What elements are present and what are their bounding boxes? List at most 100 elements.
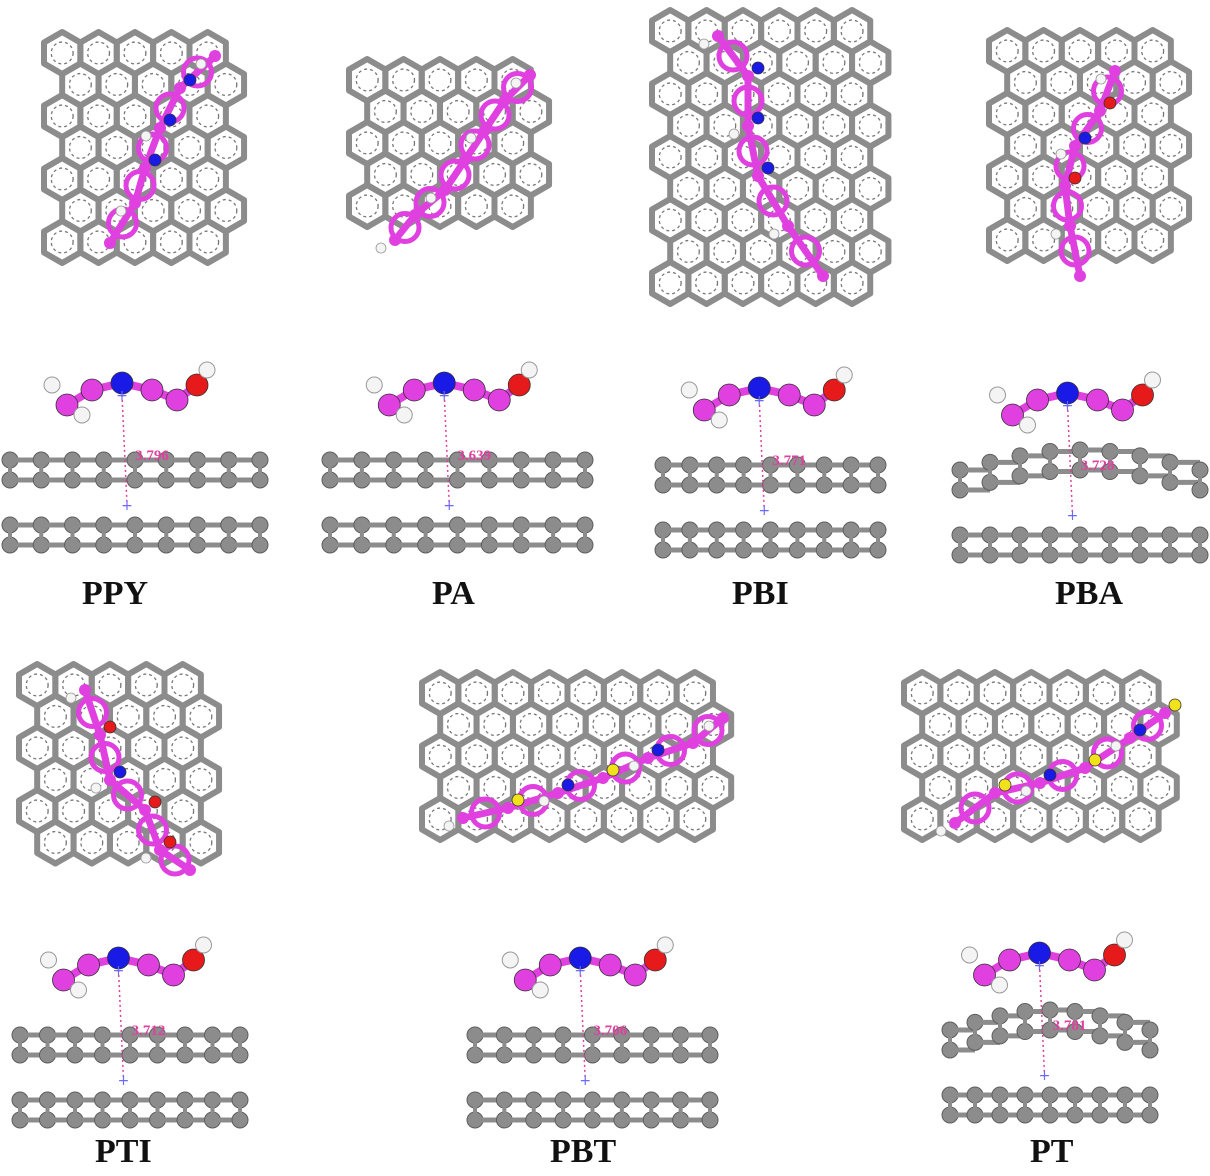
- aromatic-ring-marker: [141, 198, 165, 223]
- aromatic-ring-marker: [373, 99, 397, 124]
- oxygen-atom: [163, 835, 177, 849]
- aromatic-ring-marker: [123, 104, 147, 128]
- centroid-distance-line: [579, 969, 586, 1081]
- pba-graphene-sheet: [986, 27, 1193, 282]
- aromatic-ring-marker: [391, 68, 416, 92]
- hydrogen-atom: [65, 692, 77, 704]
- centroid-marker: +: [1062, 398, 1074, 414]
- aromatic-ring-marker: [80, 830, 104, 855]
- aromatic-ring-marker: [428, 131, 452, 155]
- carbon-atom: [77, 953, 100, 977]
- carbon-atom: [462, 378, 486, 402]
- oxygen-atom: [148, 795, 162, 809]
- aromatic-ring-marker: [928, 775, 952, 800]
- aromatic-ring-marker: [105, 72, 129, 97]
- distance-label: 3.639: [457, 448, 491, 464]
- centroid-distance-line: [1038, 964, 1046, 1076]
- hydrogen-atom: [538, 795, 550, 807]
- aromatic-ring-marker: [965, 775, 989, 800]
- aromatic-ring-marker: [159, 230, 183, 254]
- aromatic-ring-marker: [701, 712, 725, 737]
- aromatic-ring-marker: [946, 681, 971, 705]
- aromatic-ring-marker: [965, 712, 989, 737]
- pbi-stack-diagram: ++3.771: [654, 366, 887, 559]
- distance-label: 3.771: [772, 453, 806, 469]
- molecule-ring: [111, 778, 144, 812]
- carbon-atom: [389, 234, 401, 246]
- hydrogen-atom: [1110, 740, 1122, 752]
- carbon-atom: [479, 124, 491, 136]
- hydrogen-atom: [1020, 785, 1032, 797]
- distance-label: 3.706: [593, 1023, 627, 1039]
- aromatic-ring-marker: [555, 712, 580, 737]
- molecule-ring: [181, 55, 214, 89]
- molecule-ring: [716, 39, 750, 73]
- carbon-atom: [499, 94, 511, 106]
- aromatic-ring-marker: [1147, 775, 1171, 800]
- graphene-ring: [186, 218, 229, 266]
- carbon-atom: [949, 817, 961, 829]
- pa-graphene-sheet: [346, 56, 553, 254]
- graphene-ring: [758, 259, 801, 307]
- aromatic-ring-marker: [1128, 807, 1152, 831]
- carbon-atom: [457, 812, 469, 824]
- carbon-atom: [439, 184, 451, 196]
- molecule-ring: [438, 158, 472, 192]
- carbon-atom: [140, 378, 164, 402]
- pt-side-view: ++3.781: [941, 931, 1159, 1124]
- pbt-graphene-sheet: [419, 669, 735, 843]
- aromatic-ring-marker: [464, 681, 489, 705]
- carbon-atom: [1109, 65, 1121, 77]
- aromatic-ring-marker: [767, 19, 791, 43]
- molecule-ring: [1058, 234, 1092, 268]
- carbon-atom: [1069, 140, 1081, 152]
- hydrogen-atom: [198, 361, 216, 379]
- aromatic-ring-marker: [25, 736, 49, 760]
- pti-side-view: ++3.712: [11, 925, 249, 1129]
- hydrogen-atom: [195, 58, 207, 70]
- hydrogen-atom: [835, 366, 853, 384]
- aromatic-ring-marker: [1068, 39, 1092, 63]
- aromatic-ring-marker: [410, 162, 434, 187]
- pbt-stack-diagram: ++3.706: [466, 936, 719, 1129]
- centroid-marker: +: [753, 393, 765, 409]
- carbon-atom: [129, 197, 141, 209]
- aromatic-ring-marker: [43, 767, 67, 792]
- hydrogen-atom: [1019, 416, 1036, 434]
- aromatic-ring-marker: [464, 744, 489, 768]
- aromatic-ring-marker: [1122, 133, 1147, 158]
- carbon-atom: [487, 388, 511, 412]
- aromatic-ring-marker: [1019, 744, 1043, 768]
- nitrogen-atom: [751, 61, 765, 75]
- aromatic-ring-marker: [483, 712, 507, 737]
- aromatic-ring-marker: [482, 162, 507, 187]
- carbon-atom: [402, 378, 426, 402]
- aromatic-ring-marker: [152, 767, 177, 792]
- aromatic-ring-marker: [446, 99, 470, 124]
- aromatic-ring-marker: [1031, 39, 1056, 63]
- distance-label: 3.796: [135, 448, 169, 464]
- pa-label: PA: [432, 575, 475, 612]
- nitrogen-atom: [110, 371, 134, 395]
- hydrogen-atom: [991, 976, 1008, 994]
- graphene-ring: [986, 216, 1029, 264]
- aromatic-ring-marker: [189, 830, 213, 855]
- carbon-atom: [1079, 762, 1091, 774]
- aromatic-ring-marker: [1001, 712, 1025, 737]
- carbon-atom: [998, 948, 1021, 972]
- aromatic-ring-marker: [995, 228, 1019, 252]
- aromatic-ring-marker: [658, 208, 682, 232]
- aromatic-ring-marker: [1086, 133, 1110, 158]
- carbon-atom: [777, 383, 801, 407]
- graphene-ring: [637, 795, 680, 843]
- aromatic-ring-marker: [610, 807, 634, 831]
- molecule-ring: [756, 184, 790, 218]
- aromatic-ring-marker: [86, 41, 111, 65]
- aromatic-ring-marker: [804, 208, 828, 232]
- hydrogen-atom: [365, 376, 383, 394]
- graphene-ring: [685, 259, 728, 307]
- aromatic-ring-marker: [50, 230, 74, 254]
- aromatic-ring-marker: [43, 704, 67, 729]
- aromatic-ring-marker: [537, 681, 561, 705]
- aromatic-ring-marker: [501, 131, 525, 155]
